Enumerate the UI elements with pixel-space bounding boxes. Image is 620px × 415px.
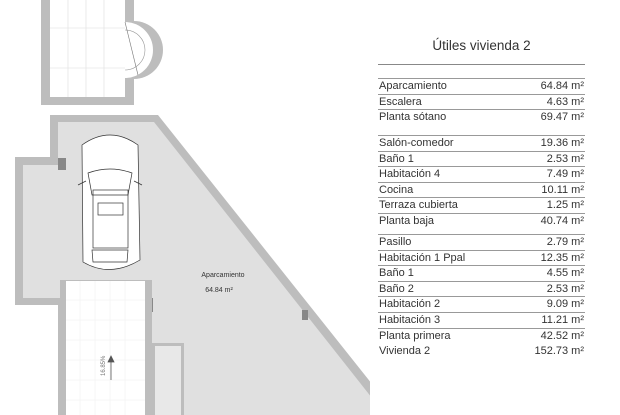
- ramp-slope-label: 16.85%: [101, 355, 107, 376]
- arrow-up-icon: [107, 355, 115, 380]
- car-icon: [77, 134, 143, 270]
- floor-plan: 16.85% Aparcamiento 64.84 m²: [15, 0, 370, 415]
- upper-room: [41, 0, 163, 105]
- room-label: Aparcamiento: [201, 272, 244, 279]
- table-title: Útiles vivienda 2: [432, 38, 531, 53]
- room-area: 64.84 m²: [205, 287, 233, 294]
- ramp: [66, 281, 145, 415]
- divider: [378, 64, 585, 65]
- parking-room: 16.85% Aparcamiento 64.84 m²: [15, 115, 370, 415]
